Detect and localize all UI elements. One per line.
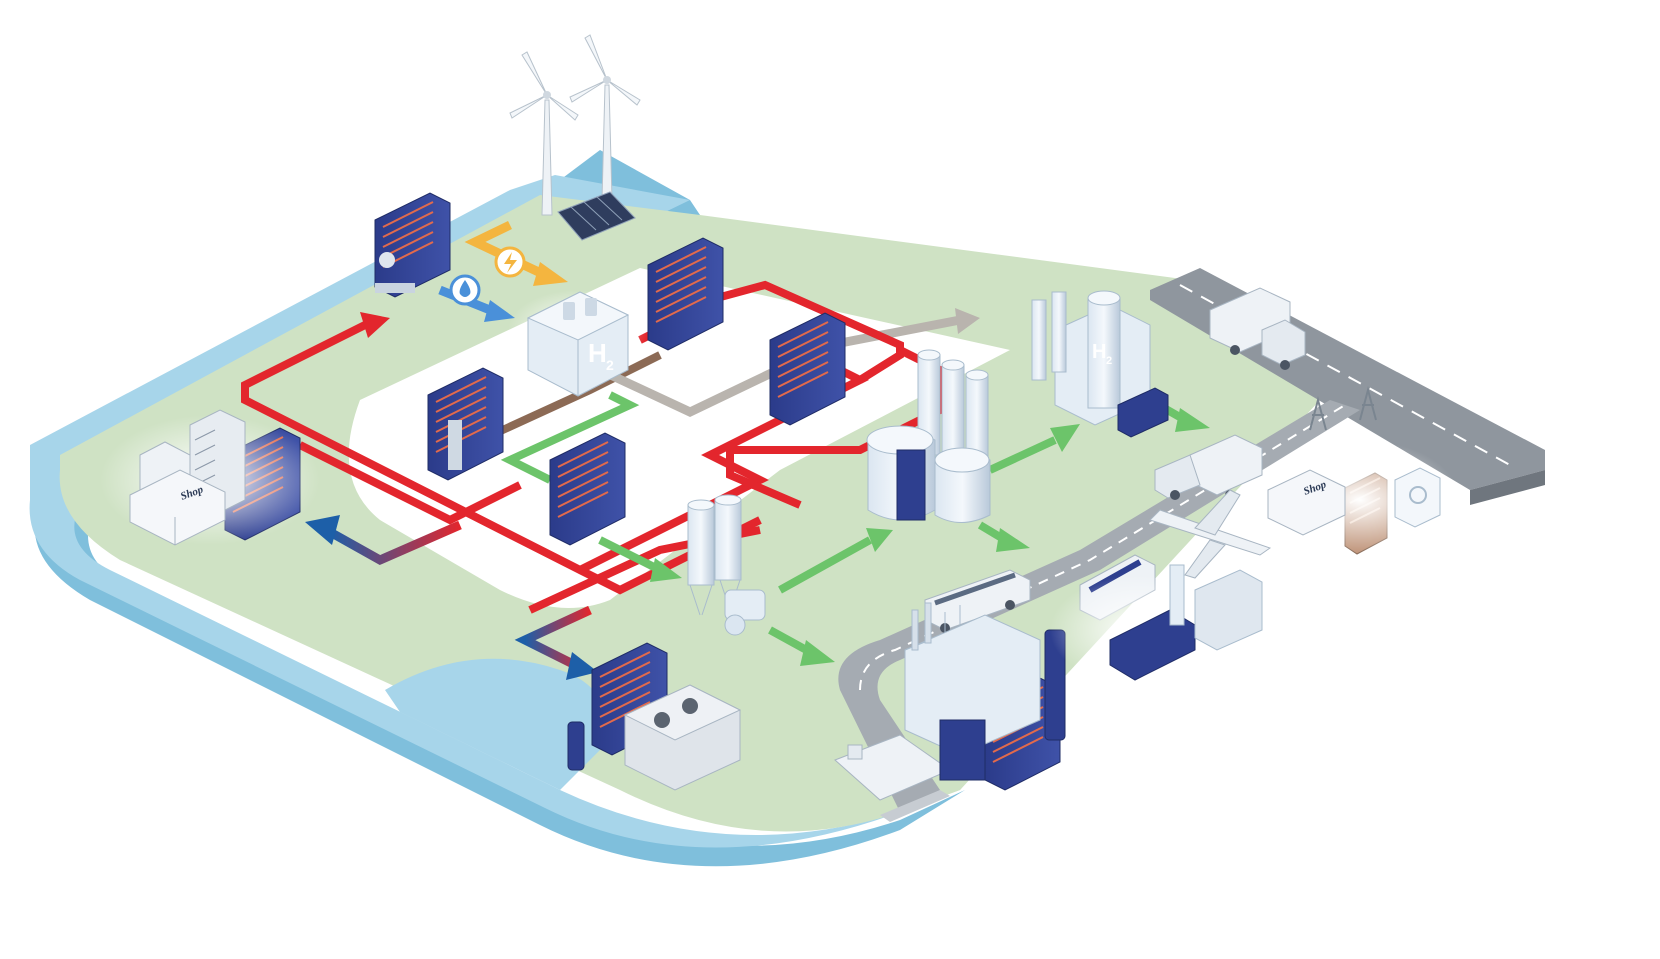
h2-arrow-1 (598, 536, 662, 574)
storage-tank-icon (866, 349, 991, 523)
pylon-icon (1309, 386, 1377, 431)
power-arrow-head (533, 262, 568, 286)
lake (385, 658, 605, 790)
pier (880, 790, 950, 822)
heat-arrow-up (360, 312, 390, 338)
wind-turbines (509, 34, 641, 241)
highway-edge (1470, 470, 1545, 505)
cold-pipe-left (327, 520, 462, 566)
shop-building (129, 469, 226, 546)
wind-turbine-icon (509, 51, 579, 216)
cold-arrow-lake (566, 652, 598, 680)
town-left: Shop (100, 409, 320, 546)
h2-label-sub: 2 (606, 357, 614, 373)
airplane-icon (1149, 489, 1272, 579)
electrolyser-icon: H 2 (508, 290, 648, 397)
town-right: Shop (1260, 386, 1460, 560)
water-drop-icon (449, 274, 481, 306)
h2-storage: H 2 (1031, 290, 1169, 438)
cold-arrow-left (305, 515, 340, 545)
shop-building (1267, 469, 1346, 536)
data-center (567, 684, 742, 791)
cold-pipe-lake (514, 605, 592, 670)
h2-arrow-1-head (650, 558, 682, 582)
silos-center (687, 494, 766, 636)
heat-exchanger-icon (769, 312, 846, 426)
factory-icon (904, 602, 1066, 781)
h2-arrow-4-head (1050, 424, 1080, 452)
h2-label: H (588, 338, 607, 368)
road-center-line (859, 404, 1346, 691)
heat-exchanger-icon (549, 432, 626, 546)
water (29, 175, 961, 848)
heat-pipe-up (241, 321, 367, 395)
h2-arrow-4 (988, 436, 1057, 474)
industrial-equipment (1050, 564, 1263, 685)
h2-flow-pipe (500, 391, 640, 484)
heat-exchanger-icon (647, 237, 724, 351)
gas-arrow (955, 308, 980, 334)
heat-exchanger-icon (427, 367, 504, 481)
h2-arrow-2-head (866, 528, 893, 552)
highway-line (1179, 284, 1511, 466)
solar-panel-icon (557, 191, 636, 241)
h2-arrow-5-head (996, 528, 1030, 552)
water-rim (34, 150, 966, 867)
gas-pipe (598, 315, 961, 417)
water-arrow-head (484, 300, 515, 322)
lightning-icon (494, 246, 526, 278)
h2-arrow-6-head (1175, 408, 1210, 432)
h2-arrow-2 (778, 536, 872, 594)
heat-exchanger-icon (374, 192, 451, 298)
h2-storage-label: H (1092, 341, 1106, 363)
truck-icon (1209, 287, 1306, 370)
heat-pipe-left (298, 441, 522, 525)
h2-arrow-3 (768, 626, 812, 656)
h2-storage-label-sub: 2 (1106, 355, 1112, 367)
h2-arrow-3-head (800, 640, 835, 666)
truck-icon (1154, 434, 1263, 500)
